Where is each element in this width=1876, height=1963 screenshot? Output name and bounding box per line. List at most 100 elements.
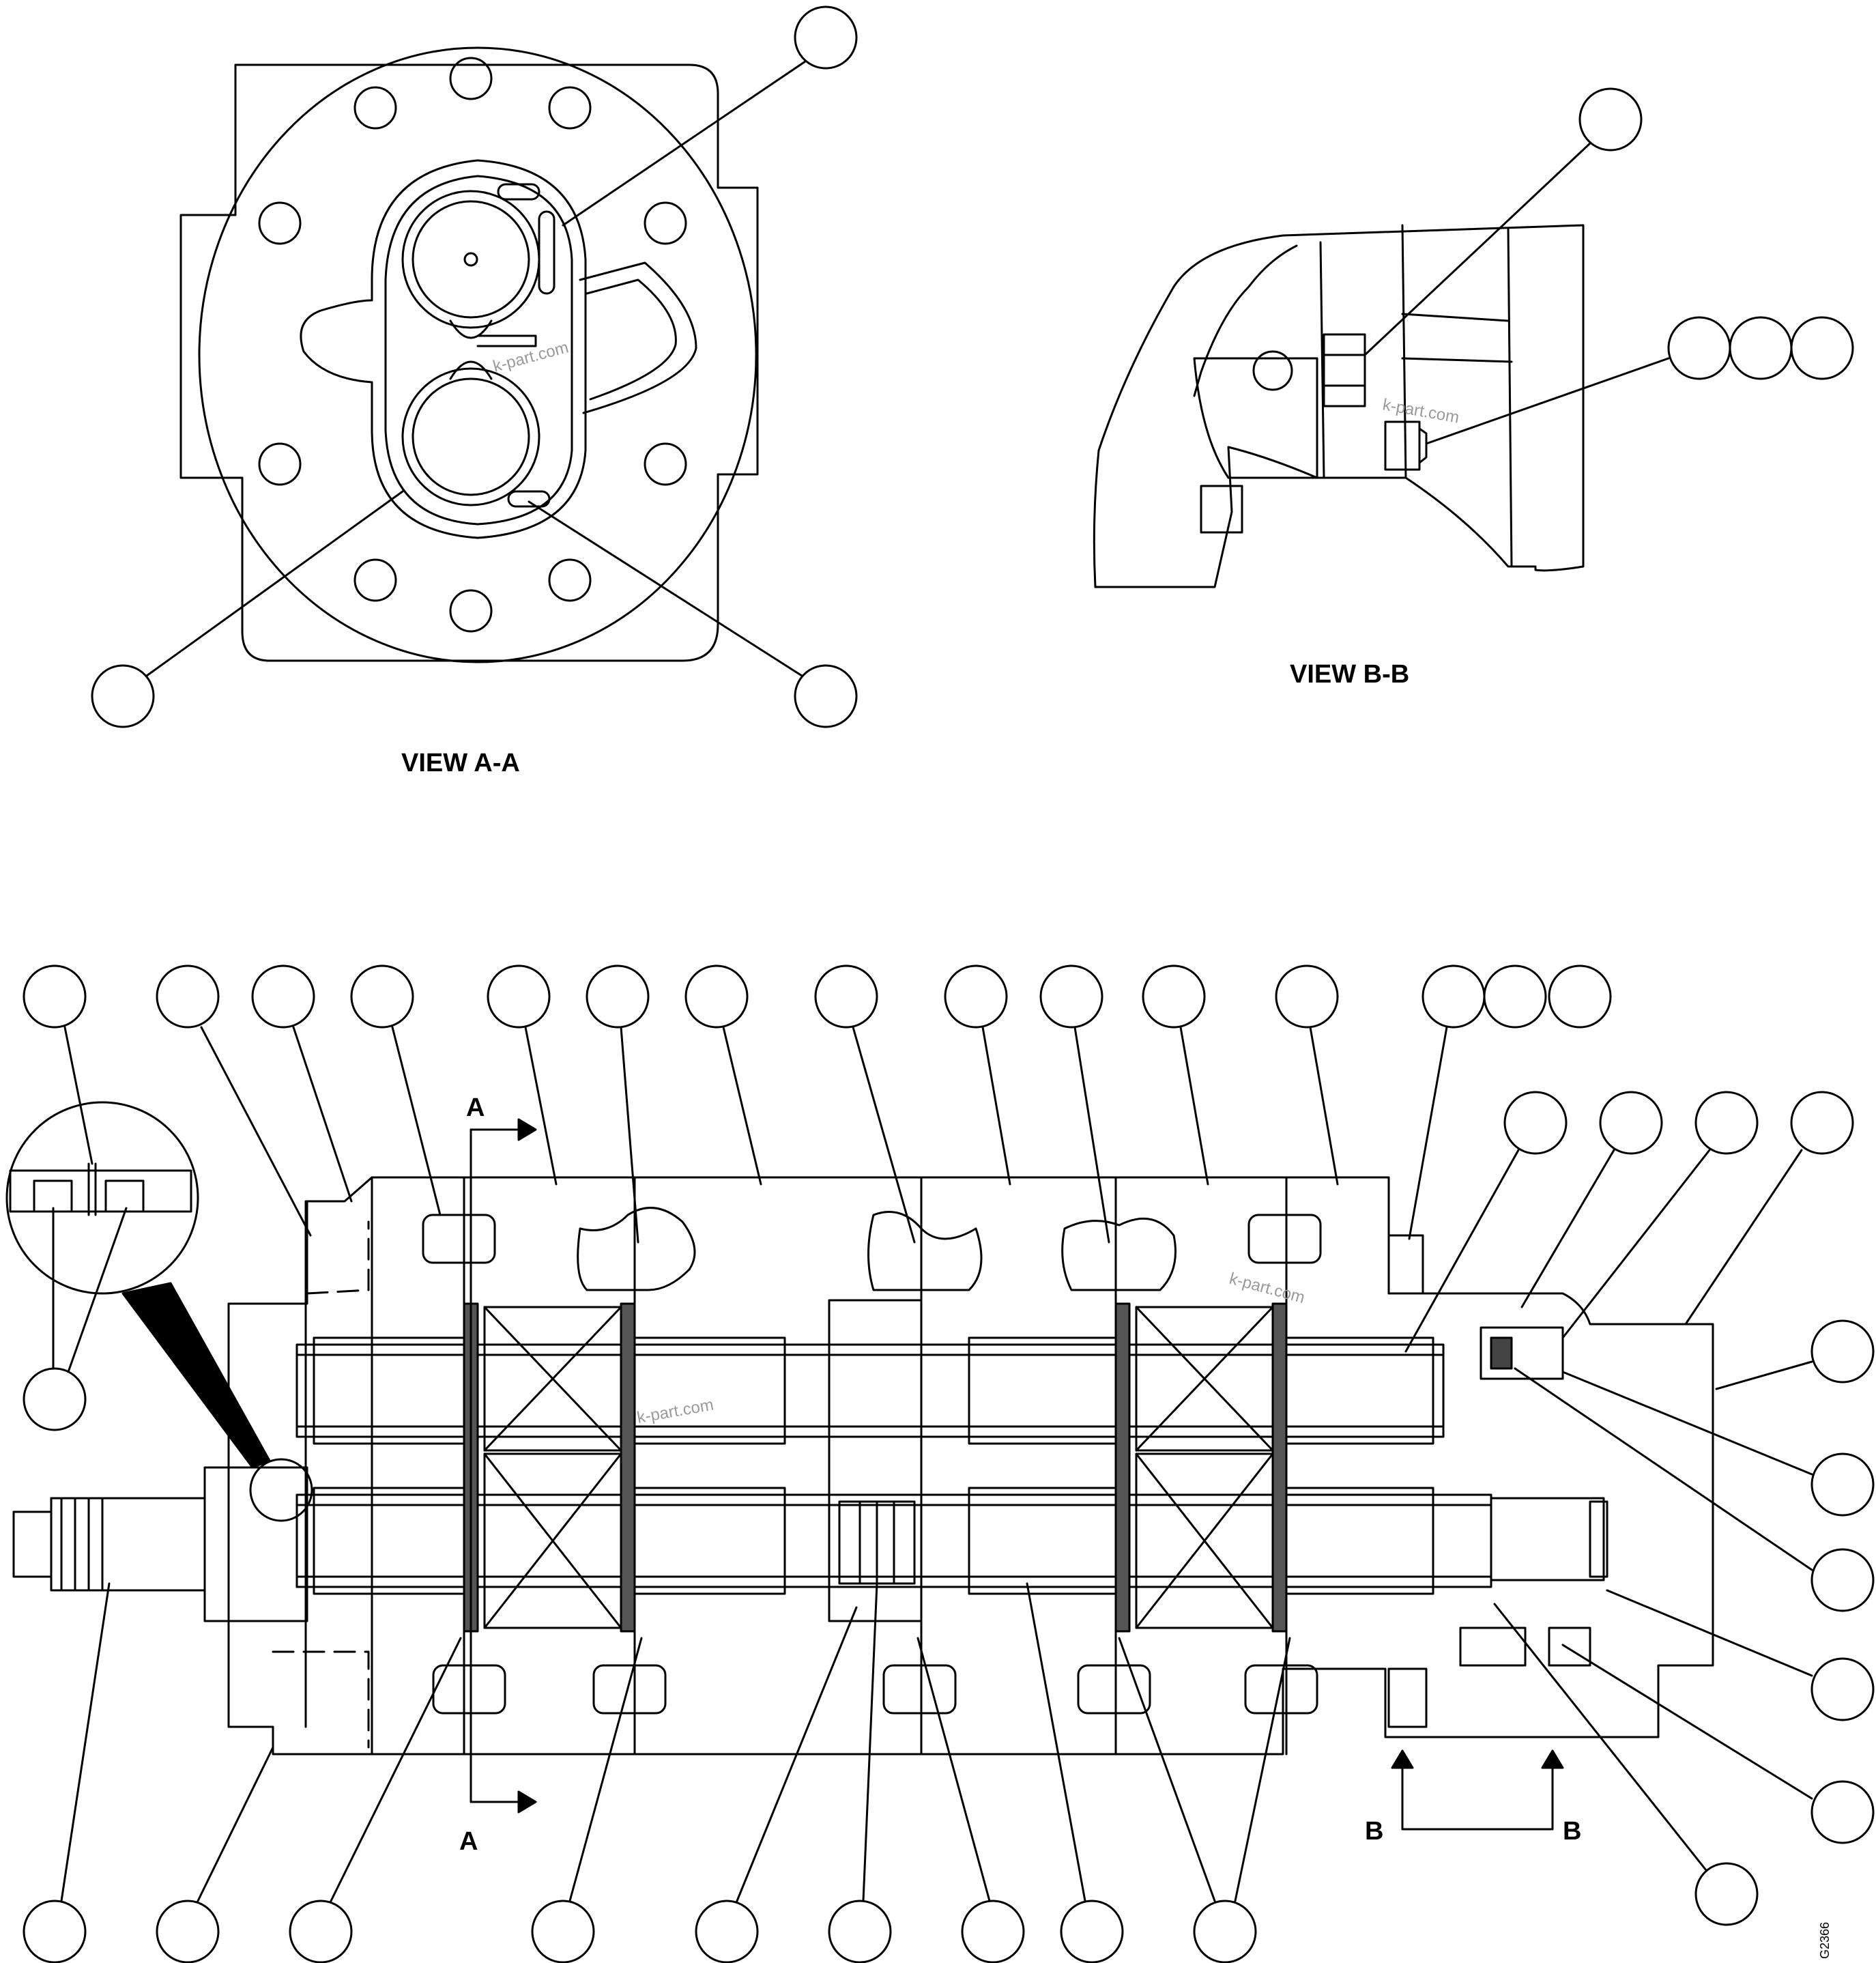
callout-balloon[interactable] (794, 5, 858, 70)
bracket (1193, 357, 1318, 479)
callout-balloon[interactable] (1810, 1780, 1875, 1844)
view-a-a (179, 46, 759, 663)
bolt-hole (548, 558, 592, 602)
callout-balloon[interactable] (961, 1900, 1025, 1963)
callout-balloon[interactable] (251, 964, 315, 1029)
view-b-b-label: VIEW B-B (1290, 660, 1409, 689)
leader-line (736, 1606, 858, 1902)
callout-balloon[interactable] (91, 664, 155, 728)
callout-balloon[interactable] (1694, 1862, 1759, 1926)
tie-bolt-head (592, 1664, 667, 1715)
seal-detail-callout (5, 1101, 199, 1295)
callout-balloon[interactable] (1729, 316, 1793, 380)
callout-balloon[interactable] (695, 1900, 759, 1963)
bolt-hole (353, 86, 397, 130)
leader-line (620, 1026, 639, 1244)
center-notch (449, 360, 493, 380)
callout-balloon[interactable] (586, 964, 650, 1029)
callout-balloon[interactable] (1142, 964, 1206, 1029)
callout-balloon[interactable] (23, 1367, 87, 1431)
leader-line (1408, 1026, 1448, 1240)
bushing (313, 1487, 469, 1595)
relief-slot (538, 210, 555, 295)
callout-balloon[interactable] (1422, 964, 1486, 1029)
callout-balloon[interactable] (1810, 1319, 1875, 1384)
callout-balloon[interactable] (1039, 964, 1103, 1029)
callout-balloon[interactable] (944, 964, 1008, 1029)
fitting (1384, 420, 1421, 471)
callout-balloon[interactable] (1503, 1091, 1568, 1155)
coupling-housing (828, 1299, 923, 1622)
relief-slot (497, 183, 540, 201)
callout-balloon[interactable] (487, 964, 551, 1029)
callout-balloon[interactable] (1578, 87, 1643, 152)
callout-balloon[interactable] (1810, 1548, 1875, 1612)
callout-balloon[interactable] (156, 1900, 220, 1963)
leader-line (568, 1637, 643, 1902)
leader-line (1561, 1644, 1813, 1800)
tie-bolt-head (882, 1664, 957, 1715)
callout-balloon[interactable] (1667, 316, 1731, 380)
leader-line (562, 60, 807, 227)
bushing (313, 1336, 469, 1445)
leader-line (1561, 1371, 1813, 1476)
seal-detail-body (9, 1169, 192, 1213)
callout-balloon[interactable] (828, 1900, 892, 1963)
section-letter-b-right: B (1563, 1817, 1581, 1846)
flange-lip (1401, 313, 1510, 322)
hidden-port (306, 1220, 370, 1295)
rear-cover-boss (1387, 1234, 1424, 1295)
tie-bolt-head (1247, 1214, 1322, 1264)
port-passage-inner (586, 278, 677, 401)
callout-balloon[interactable] (1548, 964, 1612, 1029)
callout-balloon[interactable] (1599, 1091, 1663, 1155)
callout-balloon[interactable] (350, 964, 414, 1029)
seal-lip (33, 1179, 73, 1213)
input-shaft-tip (12, 1510, 53, 1578)
callout-balloon[interactable] (814, 964, 878, 1029)
section-arrow-b-right (1541, 1749, 1564, 1769)
leader-line (1118, 1637, 1216, 1902)
bushing (968, 1487, 1124, 1595)
callout-balloon[interactable] (23, 1900, 87, 1963)
upper-gear-bore-inner (412, 200, 530, 319)
callout-balloon[interactable] (794, 664, 858, 728)
cutaway-break (577, 1207, 696, 1291)
leader-line (1514, 1367, 1813, 1571)
callout-balloon[interactable] (1275, 964, 1339, 1029)
callout-balloon[interactable] (156, 964, 220, 1029)
section-arrow-a-top (517, 1118, 537, 1141)
callout-balloon[interactable] (1483, 964, 1547, 1029)
leader-line (1404, 1149, 1520, 1353)
leader-line (200, 1026, 312, 1237)
tie-bolt-head (1244, 1664, 1318, 1715)
leader-line (722, 1026, 762, 1186)
callout-balloon[interactable] (1060, 1900, 1124, 1963)
callout-balloon[interactable] (1790, 1091, 1854, 1155)
leader-line (60, 1582, 111, 1902)
callout-balloon[interactable] (1790, 316, 1854, 380)
section-arrow-b-left (1391, 1749, 1414, 1769)
callout-balloon[interactable] (1193, 1900, 1257, 1963)
callout-balloon[interactable] (289, 1900, 353, 1963)
detail-leader-wedge (121, 1282, 271, 1469)
bolt-hole (449, 57, 493, 100)
callout-balloon[interactable] (1810, 1657, 1875, 1721)
bolt-hole (258, 201, 302, 245)
bolt-hole (258, 442, 302, 486)
bushing (630, 1336, 786, 1445)
leader-line (524, 1026, 558, 1186)
callout-balloon[interactable] (1810, 1452, 1875, 1517)
fitting-tip (1418, 427, 1428, 464)
leader-line (1606, 1589, 1813, 1677)
callout-balloon[interactable] (531, 1900, 595, 1963)
callout-balloon[interactable] (1694, 1091, 1759, 1155)
callout-balloon[interactable] (684, 964, 749, 1029)
rear-plug (1548, 1627, 1591, 1667)
bushing (1278, 1336, 1434, 1445)
section-letter-a-bottom: A (459, 1827, 478, 1856)
cutaway-break (867, 1211, 983, 1291)
center-notch (449, 319, 493, 339)
tie-bolt-head (422, 1214, 496, 1264)
callout-balloon[interactable] (23, 964, 87, 1029)
